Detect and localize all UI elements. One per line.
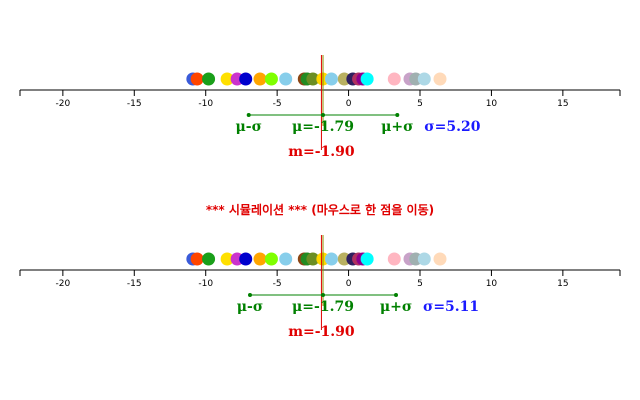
panel-2-data-point[interactable] — [279, 252, 293, 266]
panel-2-data-point[interactable] — [190, 252, 204, 266]
panel-2-mu-minus-sigma-label: μ-σ — [237, 299, 263, 315]
panel-2-tick-label: 10 — [486, 279, 498, 289]
panel-2-mu-plus-sigma-label: μ+σ — [380, 299, 412, 315]
simulation-title: *** 시뮬레이션 *** (마우스로 한 점을 이동) — [206, 202, 434, 217]
panel-1-data-point[interactable] — [360, 72, 374, 86]
panel-1-data-point[interactable] — [253, 72, 267, 86]
panel-2-tick-label: -10 — [198, 279, 213, 289]
panel-2-data-point[interactable] — [306, 252, 320, 266]
panel-1-mean-dot — [321, 113, 325, 117]
panel-1-tick-label: -10 — [198, 99, 213, 109]
panel-2-data-point[interactable] — [387, 252, 401, 266]
panel-1-tick-label: -15 — [127, 99, 142, 109]
panel-2-data-point[interactable] — [220, 252, 234, 266]
panel-2-data-point[interactable] — [264, 252, 278, 266]
panel-2-sigma-left-dot — [248, 293, 252, 297]
panel-1-tick-label: -5 — [273, 99, 282, 109]
panel-2-data-point[interactable] — [239, 252, 253, 266]
panel-1-tick-label: 5 — [417, 99, 423, 109]
panel-2-mean-label: μ=-1.79 — [292, 299, 354, 315]
panel-1-data-point[interactable] — [264, 72, 278, 86]
panel-2-data-point[interactable] — [324, 252, 338, 266]
panel-1-data-point[interactable] — [220, 72, 234, 86]
panel-2-tick-label: -5 — [273, 279, 282, 289]
panel-1-tick-label: 10 — [486, 99, 498, 109]
panel-1-data-point[interactable] — [239, 72, 253, 86]
panel-2-median-label: m=-1.90 — [288, 324, 355, 340]
panel-1-data-point[interactable] — [417, 72, 431, 86]
panel-2-mean-dot — [321, 293, 325, 297]
panel-1-tick-label: 15 — [557, 99, 568, 109]
panel-2-tick-label: 15 — [557, 279, 568, 289]
panel-2-data-point[interactable] — [417, 252, 431, 266]
panel-1-data-point[interactable] — [324, 72, 338, 86]
panel-1-mean-label: μ=-1.79 — [292, 119, 354, 135]
panel-2-sigma-value-label: σ=5.11 — [423, 299, 479, 315]
panel-2-data-point[interactable] — [360, 252, 374, 266]
panel-1-data-point[interactable] — [279, 72, 293, 86]
panel-1-mu-plus-sigma-label: μ+σ — [381, 119, 413, 135]
panel-2-data-point[interactable] — [202, 252, 216, 266]
panel-1-data-point[interactable] — [306, 72, 320, 86]
panel-2-sigma-right-dot — [394, 293, 398, 297]
panel-2-data-point[interactable] — [253, 252, 267, 266]
panel-1-data-point[interactable] — [202, 72, 216, 86]
panel-1-mu-minus-sigma-label: μ-σ — [236, 119, 262, 135]
panel-1-sigma-right-dot — [395, 113, 400, 117]
panel-1-sigma-left-dot — [246, 113, 251, 117]
panel-1-data-point[interactable] — [190, 72, 204, 86]
panel-2-tick-label: -15 — [127, 279, 142, 289]
panel-1-sigma-value-label: σ=5.20 — [424, 119, 480, 135]
panel-1-data-point[interactable] — [387, 72, 401, 86]
panel-2-tick-label: -20 — [56, 279, 71, 289]
panel-1-median-label: m=-1.90 — [288, 144, 355, 160]
panel-1-tick-label: -20 — [56, 99, 71, 109]
panel-1-tick-label: 0 — [346, 99, 352, 109]
panel-1-data-point[interactable] — [433, 72, 447, 86]
panel-2-tick-label: 0 — [346, 279, 352, 289]
panel-2-tick-label: 5 — [417, 279, 423, 289]
panel-2-data-point[interactable] — [433, 252, 447, 266]
